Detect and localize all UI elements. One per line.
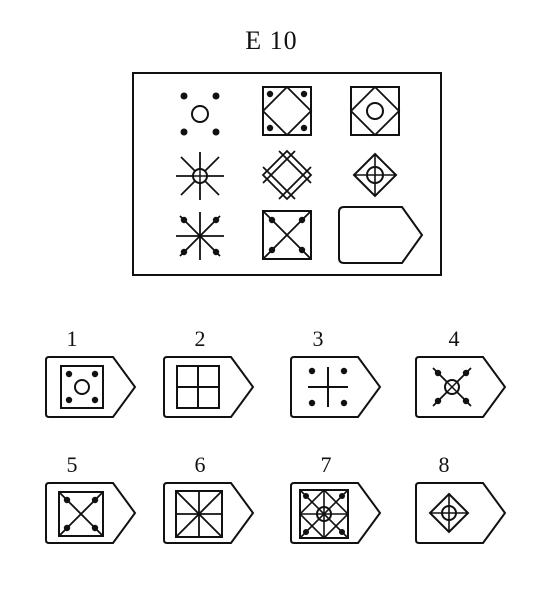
puzzle-matrix xyxy=(132,72,442,276)
diagonal-lattice-figure xyxy=(261,149,313,201)
puzzle-title: E 10 xyxy=(245,26,298,55)
option-8-label: 8 xyxy=(438,452,450,477)
option-5-label: 5 xyxy=(66,452,78,477)
matrix-cell-r2c2 xyxy=(261,149,313,201)
square-four-panes-figure xyxy=(163,356,255,418)
square-circle-dots-figure xyxy=(45,356,137,418)
square-lattice-circle-figure xyxy=(290,482,382,544)
matrix-cell-r1c1 xyxy=(174,88,226,140)
option-6-card[interactable] xyxy=(163,482,255,544)
diamond-circle-cross-option-figure xyxy=(415,482,507,544)
option-3-card[interactable] xyxy=(290,356,382,418)
matrix-cell-r3c1 xyxy=(174,210,226,262)
square-x-arrows-figure xyxy=(45,482,137,544)
circle-four-dots-figure xyxy=(180,92,220,136)
square-eight-lines-figure xyxy=(163,482,255,544)
blank-answer-card[interactable] xyxy=(338,206,424,264)
matrix-cell-r1c2 xyxy=(261,85,313,137)
option-3-label: 3 xyxy=(312,326,324,351)
square-diamond-dots-figure xyxy=(261,85,313,137)
option-7-label: 7 xyxy=(320,452,332,477)
option-7-card[interactable] xyxy=(290,482,382,544)
matrix-cell-r1c3 xyxy=(349,85,401,137)
option-2-card[interactable] xyxy=(163,356,255,418)
square-diamond-circle-figure xyxy=(349,85,401,137)
matrix-cell-r2c3 xyxy=(352,152,398,198)
eight-lines-dots-figure xyxy=(176,212,224,260)
option-4-card[interactable] xyxy=(415,356,507,418)
x-circle-dots-figure xyxy=(415,356,507,418)
matrix-cell-r3c2 xyxy=(262,210,312,260)
option-5-card[interactable] xyxy=(45,482,137,544)
matrix-cell-r3c3-blank[interactable] xyxy=(338,206,424,264)
diamond-circle-cross-figure xyxy=(352,152,398,198)
cross-four-dots-figure xyxy=(290,356,382,418)
square-x-dots-figure xyxy=(262,210,312,260)
option-1-card[interactable] xyxy=(45,356,137,418)
option-6-label: 6 xyxy=(194,452,206,477)
option-8-card[interactable] xyxy=(415,482,507,544)
matrix-cell-r2c1 xyxy=(174,150,226,202)
option-2-label: 2 xyxy=(194,326,206,351)
option-4-label: 4 xyxy=(448,326,460,351)
option-1-label: 1 xyxy=(66,326,78,351)
eight-lines-circle-figure xyxy=(176,152,224,200)
